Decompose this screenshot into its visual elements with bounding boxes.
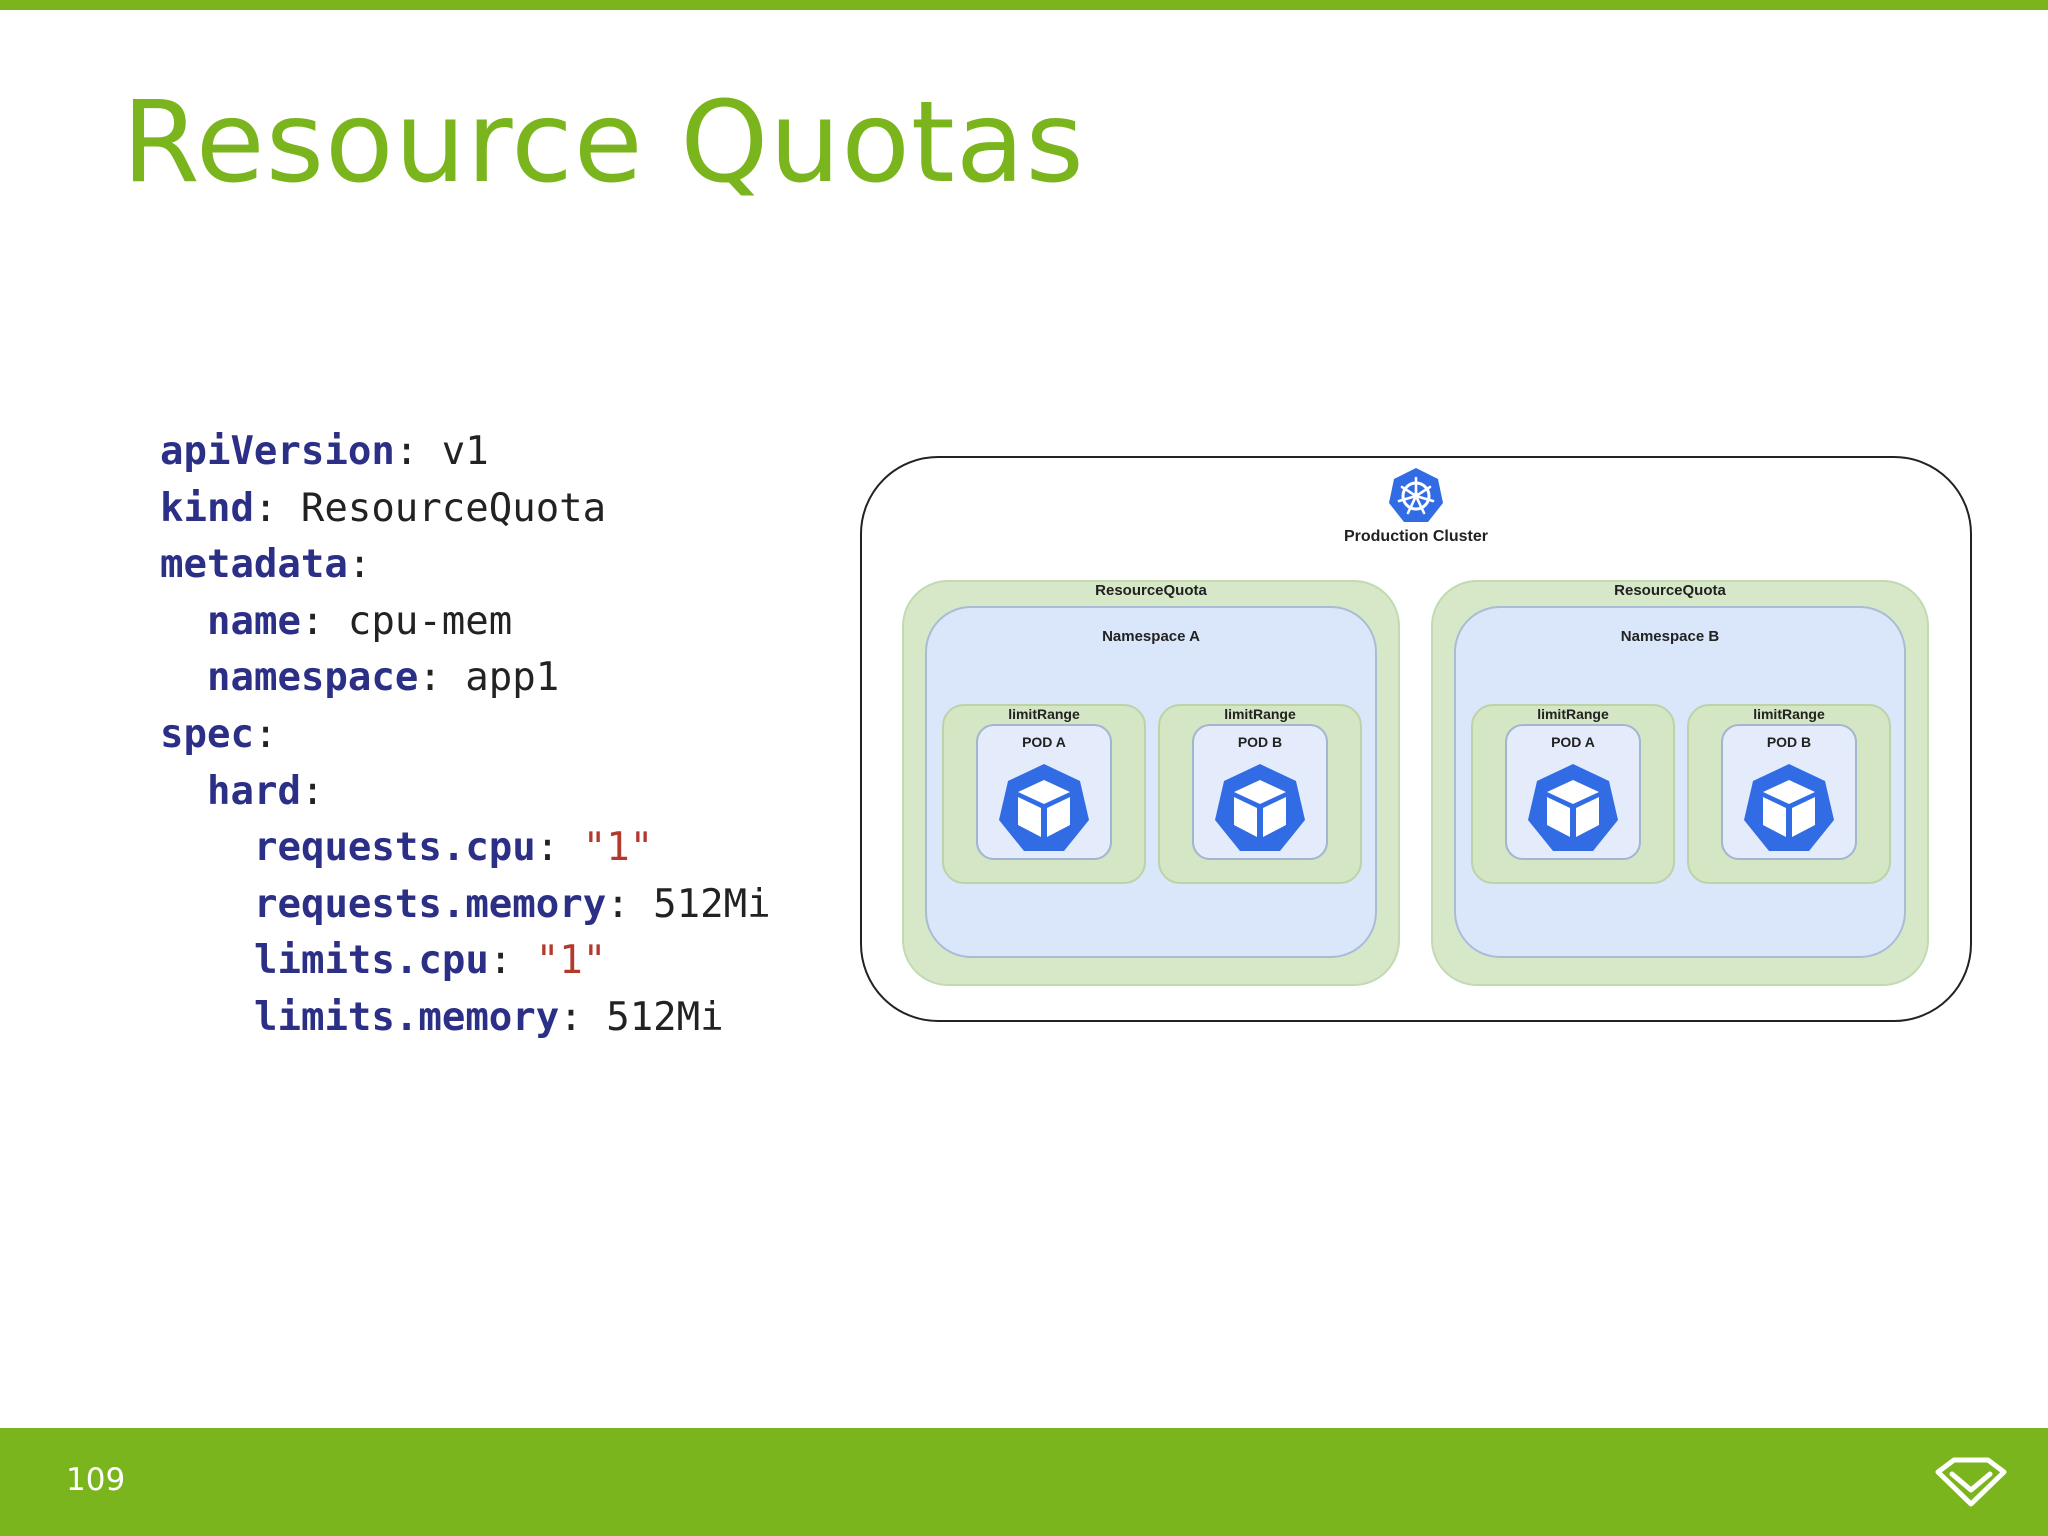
limit-range-label: limitRange [1008, 706, 1080, 722]
code-line: limits.memory: 512Mi [160, 990, 771, 1047]
yaml-key: requests.cpu [254, 825, 536, 871]
yaml-value: 512Mi [653, 881, 771, 927]
yaml-separator: : [606, 881, 654, 927]
yaml-key: limits.cpu [254, 938, 489, 984]
yaml-value: cpu-mem [347, 598, 513, 644]
yaml-key: requests.memory [254, 881, 607, 927]
footer-bar [0, 1428, 2048, 1536]
pod-cube-icon [1744, 764, 1834, 851]
pod-label: POD A [1551, 734, 1595, 750]
yaml-separator: : [535, 825, 583, 871]
yaml-separator: : [300, 768, 325, 814]
yaml-key: spec [160, 711, 254, 757]
code-line: limits.cpu: "1" [160, 933, 771, 990]
limit-range-label: limitRange [1537, 706, 1609, 722]
yaml-value: ResourceQuota [300, 485, 607, 531]
namespace-b-label: Namespace B [1620, 628, 1720, 645]
code-line: spec: [160, 707, 771, 764]
resource-quota-label-left: ResourceQuota [1095, 582, 1207, 599]
yaml-key: namespace [207, 655, 419, 701]
yaml-separator: : [394, 429, 442, 474]
slide-title: Resource Quotas [122, 78, 1085, 208]
code-line: requests.cpu: "1" [160, 820, 771, 877]
pod-label: POD A [1022, 734, 1066, 750]
limit-range-label: limitRange [1753, 706, 1825, 722]
yaml-key: metadata [160, 542, 348, 588]
brand-logo-icon [1935, 1457, 2007, 1507]
yaml-key: apiVersion [160, 429, 395, 474]
code-line: metadata: [160, 537, 771, 594]
yaml-string-value: "1" [582, 825, 654, 871]
pod-label: POD B [1766, 734, 1812, 750]
code-line: hard: [160, 764, 771, 821]
yaml-key: kind [160, 485, 254, 531]
yaml-key: name [207, 598, 301, 644]
yaml-separator: : [347, 542, 372, 588]
yaml-separator: : [253, 711, 278, 757]
code-line: apiVersion: v1 [160, 424, 771, 481]
resource-quota-label-right: ResourceQuota [1614, 582, 1726, 599]
yaml-value: v1 [441, 429, 489, 474]
pod-label: POD B [1237, 734, 1283, 750]
pod-cube-icon [999, 764, 1089, 851]
yaml-string-value: "1" [535, 938, 607, 984]
yaml-separator: : [253, 485, 301, 531]
yaml-code-block: apiVersion: v1 kind: ResourceQuota metad… [160, 424, 771, 1047]
yaml-value: app1 [465, 655, 560, 701]
yaml-key: limits.memory [254, 994, 560, 1040]
yaml-separator: : [300, 598, 348, 644]
top-accent-bar [0, 0, 2048, 10]
limit-range-label: limitRange [1224, 706, 1296, 722]
cluster-label: Production Cluster [1343, 528, 1488, 545]
code-line: name: cpu-mem [160, 594, 771, 651]
page-number: 109 [66, 1462, 126, 1498]
code-line: namespace: app1 [160, 650, 771, 707]
yaml-value: 512Mi [606, 994, 724, 1040]
code-line: requests.memory: 512Mi [160, 877, 771, 934]
yaml-separator: : [488, 938, 536, 984]
namespace-a-label: Namespace A [1102, 628, 1200, 645]
pod-cube-icon [1528, 764, 1618, 851]
yaml-key: hard [207, 768, 301, 814]
pod-cube-icon [1215, 764, 1305, 851]
kubernetes-icon [1389, 468, 1443, 522]
yaml-separator: : [418, 655, 466, 701]
yaml-separator: : [559, 994, 607, 1040]
code-line: kind: ResourceQuota [160, 481, 771, 538]
